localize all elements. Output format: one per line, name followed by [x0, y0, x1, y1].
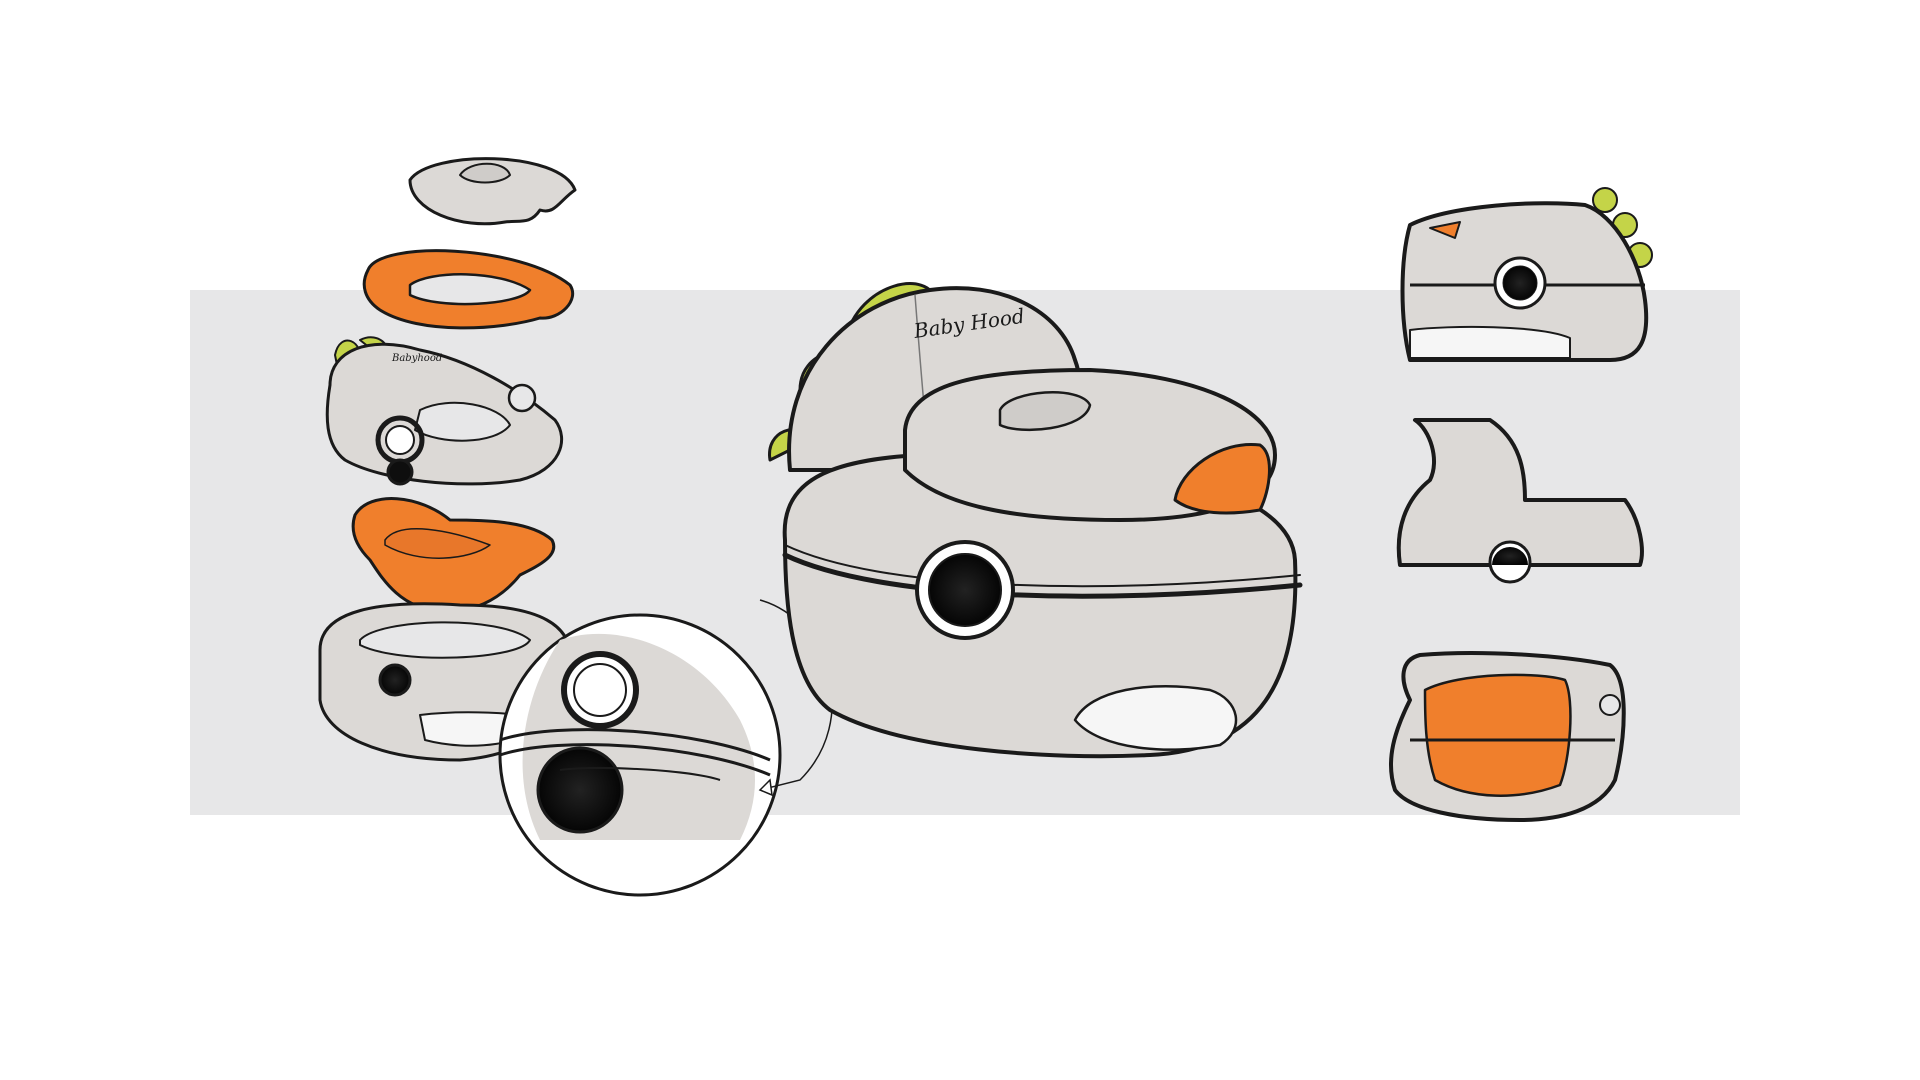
button-detail-magnifier-icon [498, 599, 861, 897]
seat-ring-part-icon [362, 249, 575, 330]
potty-hero-icon: Baby Hood [768, 282, 1303, 759]
lid-part-icon [408, 157, 577, 226]
potty-front-view-icon [1396, 418, 1644, 584]
seat-body-part-icon: Babyhood [325, 336, 564, 486]
potty-side-view-icon [1400, 187, 1653, 362]
exploded-view: Babyhood [318, 157, 577, 762]
bowl-part-icon [351, 497, 556, 613]
potty-top-view-icon [1388, 651, 1626, 822]
small-brand-label: Babyhood [391, 353, 442, 364]
